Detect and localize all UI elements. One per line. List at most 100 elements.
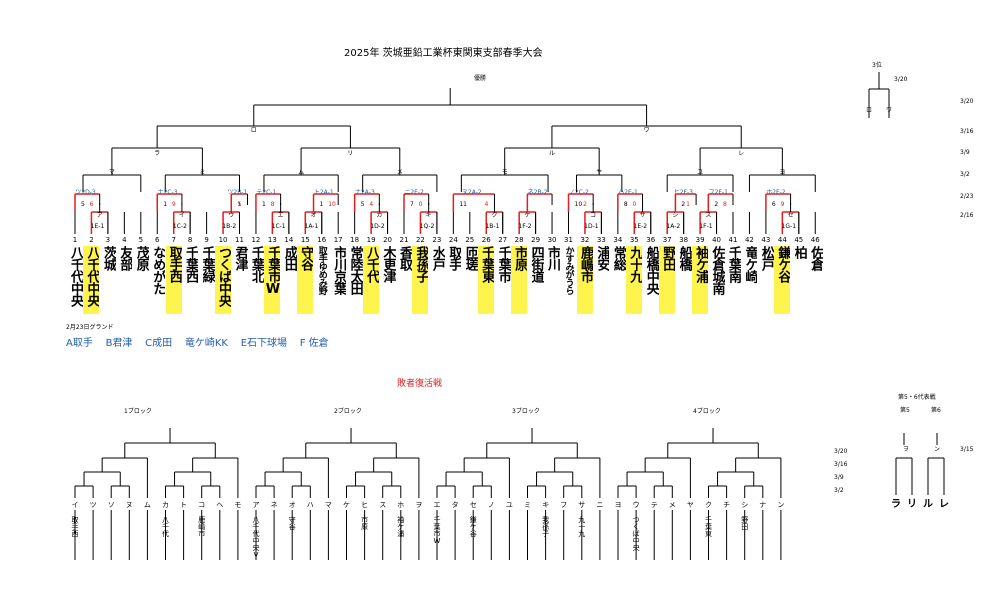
team-name: 九十九 xyxy=(626,246,643,314)
team-number: 22 xyxy=(415,236,425,244)
loser-slot: メ xyxy=(668,501,676,509)
loser-slot: ツ xyxy=(89,501,97,509)
team-number: 4 xyxy=(122,236,127,244)
r32-label: ナ2A-3 xyxy=(354,189,375,196)
losers-date: 3/9 xyxy=(834,474,844,481)
team-name: 友部 xyxy=(117,246,133,270)
playoff-label: 第5 xyxy=(900,407,910,414)
loser-slot: モ xyxy=(234,501,242,509)
team-number: 14 xyxy=(284,236,294,244)
r1-label: ク xyxy=(491,212,498,219)
loser-slot: ヌ xyxy=(125,501,133,509)
team-name: 野田 xyxy=(659,246,676,314)
loser-slot: ヤ xyxy=(686,501,694,509)
r1-code: 1E-1 xyxy=(90,223,105,230)
team-name: 取手ゆめみ野 xyxy=(316,246,327,294)
team-name: 船橋中央 xyxy=(643,246,659,294)
loser-team: 野田 xyxy=(740,516,749,530)
round-date: 2/23 xyxy=(960,193,974,200)
r1-label: キ xyxy=(425,212,432,219)
team-name: 千葉南 xyxy=(726,246,741,282)
q-label: ラ xyxy=(154,150,161,157)
team-name: つくば中央 xyxy=(215,246,232,314)
r32-label: ニ2E-2 xyxy=(404,189,424,196)
team-number: 40 xyxy=(712,236,721,244)
r1-label: イ xyxy=(178,212,185,219)
s-label: ワ xyxy=(643,127,650,134)
loser-slot: オ xyxy=(288,501,296,509)
team-name: 常総 xyxy=(610,246,626,270)
r1-label: セ xyxy=(787,212,794,219)
loser-slot: セ xyxy=(469,501,477,509)
team-name: 千葉市W xyxy=(264,246,281,314)
loser-team: 八千代中央V xyxy=(252,516,260,559)
r1-code: 1E-2 xyxy=(633,223,648,230)
loser-slot: ク xyxy=(705,501,712,509)
loser-slot: ユ xyxy=(505,501,513,509)
r1-code: 1A-1 xyxy=(304,223,319,230)
team-name: 柏 xyxy=(791,246,807,258)
loser-slot: ミ xyxy=(524,501,531,509)
team-number: 31 xyxy=(564,236,573,244)
team-number: 16 xyxy=(317,236,327,244)
team-name: 船橋 xyxy=(676,246,692,270)
loser-slot: ス xyxy=(379,501,387,509)
third-place-right: ワ xyxy=(886,107,893,114)
playoff-mid: ン xyxy=(934,446,941,453)
loser-team: 守谷 xyxy=(288,516,297,530)
r32-score: 7 xyxy=(410,201,414,208)
r32-label: ツ2B-1 xyxy=(227,189,248,196)
r1-code: 1C-2 xyxy=(172,223,187,230)
r32-score: 11 xyxy=(459,201,467,208)
r32-score: 1 xyxy=(261,201,266,208)
ground-item: C成田 xyxy=(145,338,173,349)
round-date: 3/20 xyxy=(960,98,974,105)
team-number: 45 xyxy=(794,236,804,244)
loser-team: 千葉市W xyxy=(433,516,441,545)
playoff-final: リ xyxy=(907,499,917,510)
playoff-label: 第6 xyxy=(931,407,941,414)
r16-label: モ xyxy=(501,169,508,176)
r1-code: 1C-1 xyxy=(271,223,286,230)
team-number: 35 xyxy=(629,236,639,244)
team-name: 八千代中央V xyxy=(83,246,100,314)
team-name: 我孫子 xyxy=(412,246,429,314)
r32-score: 5 xyxy=(81,201,85,208)
team-number: 10 xyxy=(218,236,228,244)
r1-label: コ xyxy=(590,212,597,219)
loser-slot: エ xyxy=(433,501,441,509)
team-name: 香取 xyxy=(397,246,412,270)
team-number: 2 xyxy=(89,236,94,244)
team-number: 23 xyxy=(432,236,442,244)
team-name: 水戸 xyxy=(429,246,445,270)
r32-label: ハ2E-1 xyxy=(618,189,638,196)
block-label: 2ブロック xyxy=(334,408,362,415)
loser-slot: マ xyxy=(324,501,332,509)
team-number: 11 xyxy=(235,236,244,244)
r1-code: 1Q-2 xyxy=(419,223,435,230)
team-name: 茂原 xyxy=(133,246,149,270)
team-number: 19 xyxy=(366,236,376,244)
loser-slot: タ xyxy=(451,501,459,509)
r32-score: 2 xyxy=(714,201,719,208)
losers-date: 3/2 xyxy=(834,487,844,494)
team-number: 38 xyxy=(679,236,689,244)
loser-slot: シ xyxy=(741,501,749,509)
r32-score: 9 xyxy=(171,201,176,208)
ground-title: 2月23日グランド xyxy=(66,324,114,331)
r32-score: 10 xyxy=(574,201,583,208)
r32-score: 1 xyxy=(237,201,242,208)
team-name: 竜ケ崎 xyxy=(742,246,758,282)
team-number: 33 xyxy=(596,236,606,244)
team-number: 28 xyxy=(514,236,524,244)
loser-team: 取手西 xyxy=(71,516,79,537)
team-number: 43 xyxy=(761,236,771,244)
loser-slot: チ xyxy=(723,501,731,509)
r1-code: 1G-1 xyxy=(781,223,797,230)
q-label: リ xyxy=(347,150,354,157)
r32-label: ヒ2F-3 xyxy=(673,189,694,196)
loser-slot: ン xyxy=(777,501,785,509)
team-name: 常陸太田 xyxy=(347,246,363,294)
r1-label: ス xyxy=(705,212,712,219)
team-name: 千葉緑 xyxy=(199,246,215,282)
